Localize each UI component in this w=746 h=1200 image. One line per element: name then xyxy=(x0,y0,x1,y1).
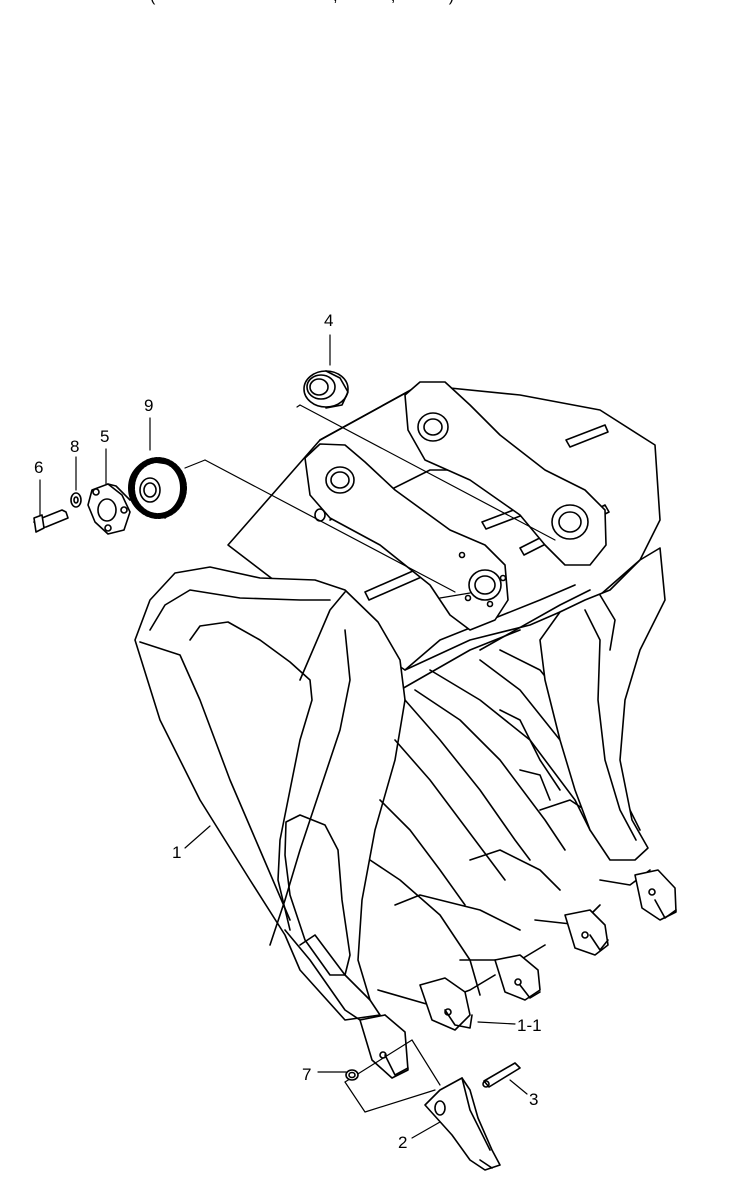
leader-2 xyxy=(411,1121,441,1139)
callout-8: 8 xyxy=(70,437,79,456)
callout-4: 4 xyxy=(324,311,333,330)
callout-1-1: 1-1 xyxy=(517,1016,542,1035)
page-header-fragment: ( , , ) xyxy=(150,0,454,6)
tooth-tip-part-2 xyxy=(424,1077,501,1171)
leader-lines xyxy=(39,334,556,1139)
flange-plate-part-5 xyxy=(87,483,131,535)
mounting-bracket-left xyxy=(304,443,509,631)
nut-part-9 xyxy=(128,457,187,519)
callout-6: 6 xyxy=(34,458,43,477)
bolt-part-6 xyxy=(33,509,69,533)
callout-9: 9 xyxy=(144,396,153,415)
callout-2: 2 xyxy=(398,1133,407,1152)
leader-3 xyxy=(509,1079,528,1095)
mounting-bracket-right xyxy=(404,381,607,566)
bucket-body xyxy=(134,384,677,1079)
lock-ring-part-7 xyxy=(345,1069,359,1081)
callout-5: 5 xyxy=(100,427,109,446)
leader-1-1 xyxy=(477,1021,516,1025)
pin-part-3 xyxy=(482,1062,521,1088)
callout-3: 3 xyxy=(529,1090,538,1109)
callout-7: 7 xyxy=(302,1065,311,1084)
callout-1: 1 xyxy=(172,843,181,862)
bushing-part-4 xyxy=(303,370,349,409)
washer-part-8 xyxy=(70,492,82,508)
leader-1 xyxy=(184,825,211,849)
